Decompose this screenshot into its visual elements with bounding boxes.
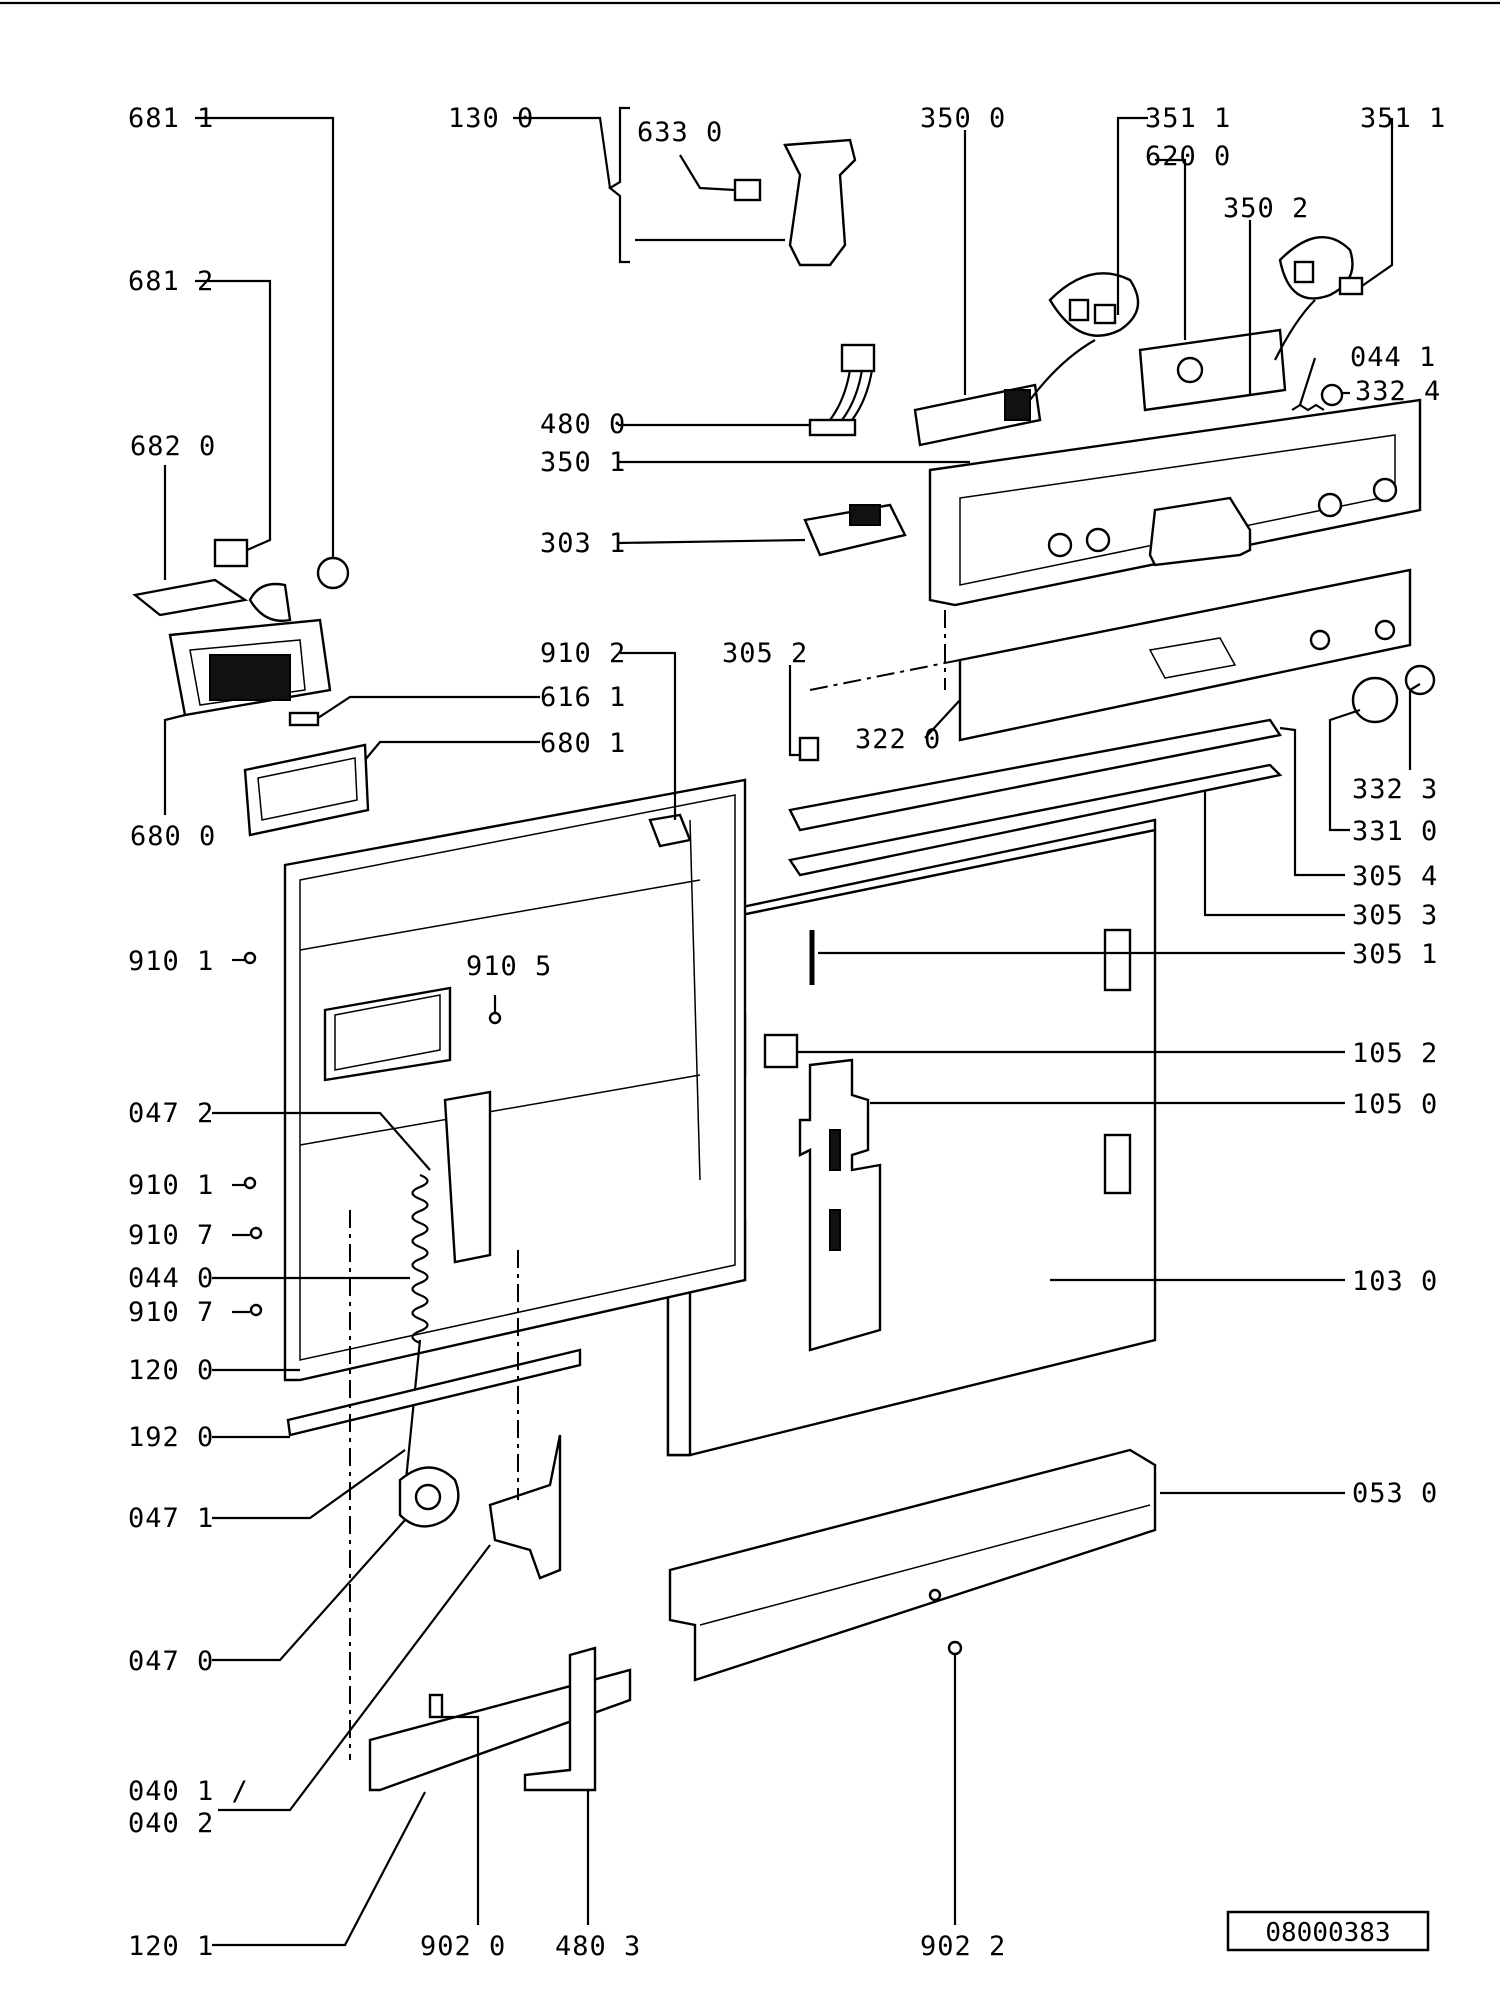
drawing-number-box: 08000383 xyxy=(1226,1910,1430,1952)
label-910-7-bottom: 910 7 xyxy=(128,1297,214,1328)
small-spring xyxy=(1291,403,1325,412)
leader-lines xyxy=(163,106,1421,1947)
timer-module xyxy=(913,383,1042,447)
screw-910-5 xyxy=(488,1011,502,1025)
kickplate xyxy=(668,1448,1157,1682)
spring-cord xyxy=(403,1339,422,1491)
door-rail xyxy=(286,1348,582,1437)
label-350-0: 350 0 xyxy=(920,103,1006,134)
decor-panel xyxy=(958,568,1412,742)
control-panel-fascia xyxy=(928,398,1422,607)
label-053-0: 053 0 xyxy=(1352,1478,1438,1509)
label-322-0: 322 0 xyxy=(855,724,941,755)
hinge-bracket xyxy=(798,1058,882,1352)
dispenser-latch xyxy=(213,538,249,568)
label-910-1-top: 910 1 xyxy=(128,946,214,977)
screw-910-1-mid xyxy=(243,1176,257,1190)
push-button-assembly-left xyxy=(1048,272,1140,337)
label-047-2: 047 2 xyxy=(128,1098,214,1129)
label-305-2: 305 2 xyxy=(722,638,808,669)
label-620-0: 620 0 xyxy=(1145,141,1231,172)
label-910-1-mid: 910 1 xyxy=(128,1170,214,1201)
screw-902-0 xyxy=(428,1693,444,1719)
label-192-0: 192 0 xyxy=(128,1422,214,1453)
upper-rail xyxy=(788,718,1282,832)
screw-902-2 xyxy=(947,1640,963,1656)
label-130-0: 130 0 xyxy=(448,103,534,134)
label-480-0: 480 0 xyxy=(540,409,626,440)
label-681-1: 681 1 xyxy=(128,103,214,134)
screw-910-7-top xyxy=(249,1226,263,1240)
dispenser-gasket xyxy=(243,743,370,837)
label-910-2: 910 2 xyxy=(540,638,626,669)
label-350-1: 350 1 xyxy=(540,447,626,478)
label-351-1-right: 351 1 xyxy=(1360,103,1446,134)
label-633-0: 633 0 xyxy=(637,117,723,148)
part-labels: 681 1 681 2 682 0 130 0 633 0 350 0 351 … xyxy=(128,103,1446,1962)
label-616-1: 616 1 xyxy=(540,682,626,713)
label-303-1: 303 1 xyxy=(540,528,626,559)
assembly-line-clip xyxy=(809,659,961,691)
control-knob xyxy=(1351,676,1399,724)
drawing-number: 08000383 xyxy=(1265,1918,1390,1948)
push-button-assembly-right xyxy=(1278,236,1364,300)
label-350-2: 350 2 xyxy=(1223,193,1309,224)
vertical-channel xyxy=(443,1090,492,1264)
label-040-2: 040 2 xyxy=(128,1808,214,1839)
label-105-2: 105 2 xyxy=(1352,1038,1438,1069)
bracket-910-2 xyxy=(648,813,692,848)
label-305-4: 305 4 xyxy=(1352,861,1438,892)
label-105-0: 105 0 xyxy=(1352,1089,1438,1120)
fascia-clip xyxy=(798,736,820,762)
label-047-1: 047 1 xyxy=(128,1503,214,1534)
label-331-0: 331 0 xyxy=(1352,816,1438,847)
small-push-button xyxy=(1320,383,1344,407)
label-682-0: 682 0 xyxy=(130,431,216,462)
cable-pulley xyxy=(398,1466,460,1528)
detergent-dispenser xyxy=(132,578,332,717)
door-clip xyxy=(763,1033,799,1069)
label-044-0: 044 0 xyxy=(128,1263,214,1294)
label-047-0: 047 0 xyxy=(128,1646,214,1677)
dispenser-cap xyxy=(316,556,350,590)
label-681-2: 681 2 xyxy=(128,266,214,297)
label-480-3: 480 3 xyxy=(555,1931,641,1962)
wire-harness xyxy=(808,343,876,437)
label-680-0: 680 0 xyxy=(130,821,216,852)
screw-910-7-bottom xyxy=(249,1303,263,1317)
door-handle xyxy=(803,503,907,557)
label-103-0: 103 0 xyxy=(1352,1266,1438,1297)
label-040-1: 040 1 / xyxy=(128,1776,249,1807)
hinge-arm xyxy=(523,1646,597,1792)
selector-switch xyxy=(1138,328,1287,412)
label-910-7-top: 910 7 xyxy=(128,1220,214,1251)
label-902-0: 902 0 xyxy=(420,1931,506,1962)
lower-rail xyxy=(788,763,1283,877)
label-332-4: 332 4 xyxy=(1355,376,1441,407)
screw-910-1-top xyxy=(243,951,257,965)
label-332-3: 332 3 xyxy=(1352,774,1438,805)
label-120-1: 120 1 xyxy=(128,1931,214,1962)
label-680-1: 680 1 xyxy=(540,728,626,759)
label-902-2: 902 2 xyxy=(920,1931,1006,1962)
label-910-5: 910 5 xyxy=(466,951,552,982)
door-lock xyxy=(733,138,857,267)
label-044-1: 044 1 xyxy=(1350,342,1436,373)
label-305-3: 305 3 xyxy=(1352,900,1438,931)
label-120-0: 120 0 xyxy=(128,1355,214,1386)
dispenser-clip xyxy=(288,711,320,727)
door-spring xyxy=(411,1173,429,1345)
spring-bracket xyxy=(488,1434,562,1580)
label-305-1: 305 1 xyxy=(1352,939,1438,970)
inner-door-panel xyxy=(283,778,747,1382)
label-351-1-left: 351 1 xyxy=(1145,103,1231,134)
